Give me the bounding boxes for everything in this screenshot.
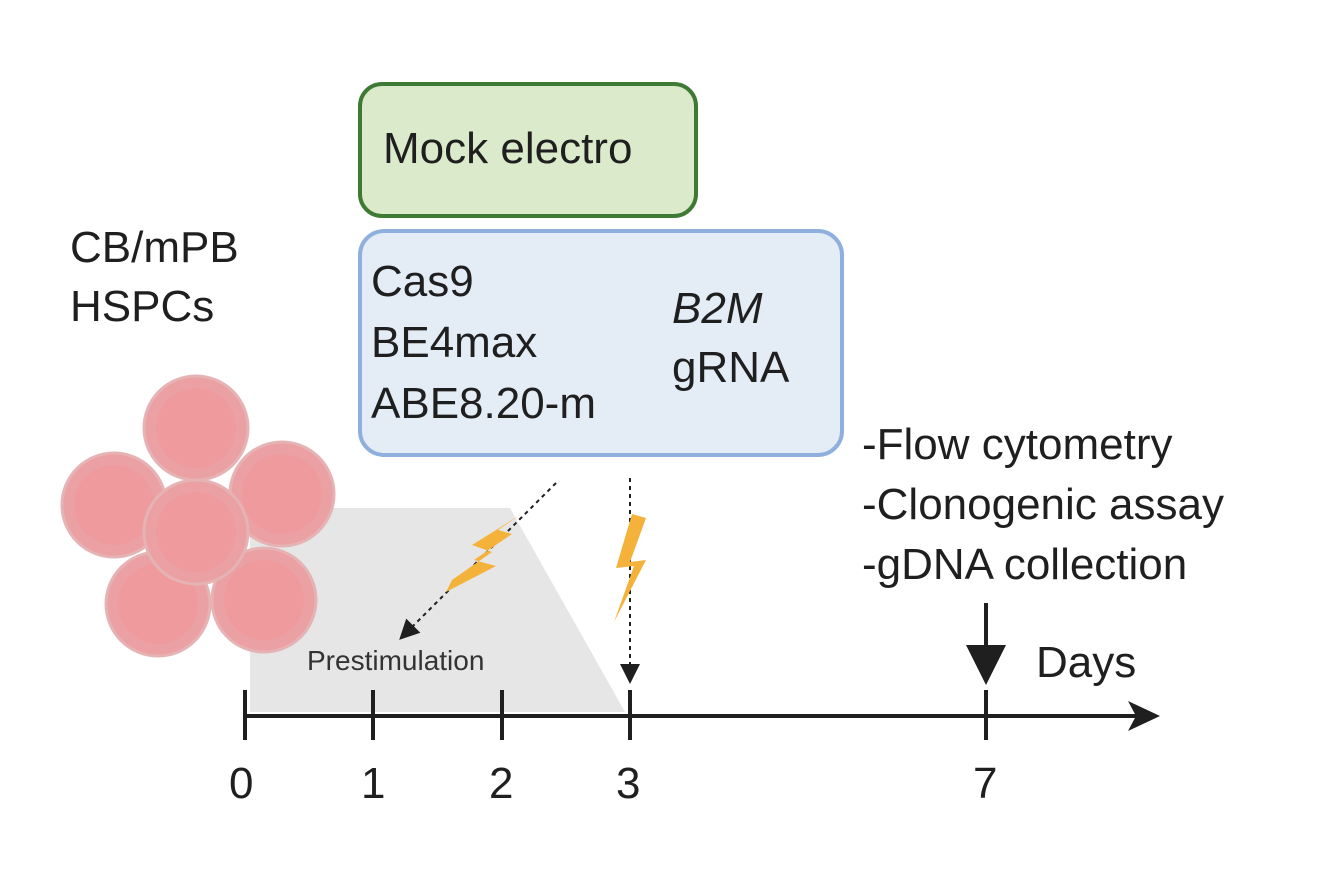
prestimulation-label: Prestimulation	[307, 645, 485, 676]
cell	[210, 546, 318, 654]
tick-label: 3	[616, 759, 641, 808]
editors-box	[358, 229, 844, 457]
prestimulation-region	[250, 508, 625, 712]
readout-item: -Flow cytometry	[862, 420, 1173, 469]
mock-electro-box	[358, 82, 698, 218]
readout-item: -Clonogenic assay	[862, 480, 1224, 529]
cell	[142, 374, 250, 482]
lightning-bolt-icon	[614, 514, 646, 622]
cell	[228, 440, 336, 548]
editor-name: Cas9	[371, 257, 474, 306]
axis-unit-label: Days	[1036, 638, 1137, 687]
target-gene: B2M	[672, 284, 763, 333]
tick-label: 7	[973, 759, 998, 808]
tick-label: 1	[361, 759, 386, 808]
editor-name: BE4max	[371, 318, 538, 367]
source-label-line1: CB/mPB	[70, 223, 239, 272]
lightning-bolt-icon	[446, 515, 520, 592]
tick-label: 2	[489, 759, 514, 808]
tick-label: 0	[229, 759, 254, 808]
cell	[60, 451, 168, 559]
target-suffix: gRNA	[672, 343, 790, 392]
cell	[142, 478, 250, 586]
mock-electro-label: Mock electro	[383, 124, 633, 173]
blood-cell-cluster-icon	[60, 374, 336, 658]
editor-name: ABE8.20-m	[371, 379, 596, 428]
readout-item: -gDNA collection	[862, 540, 1188, 589]
source-label-line2: HSPCs	[70, 282, 215, 331]
time-axis-arrowhead	[1128, 701, 1160, 731]
